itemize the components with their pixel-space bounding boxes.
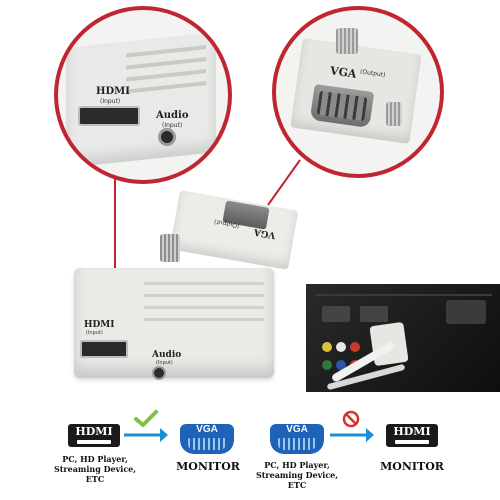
right-from-caption: PC, HD Player, Streaming Device, ETC <box>242 460 352 490</box>
zoom-left-audio-jack <box>158 128 176 146</box>
device-audio-label: Audio <box>152 350 182 360</box>
left-to-port-label: VGA <box>196 424 218 435</box>
zoom-left-hdmi-sub: (Input) <box>100 98 121 105</box>
zoom-left-audio-label: Audio <box>156 110 189 121</box>
right-to-port-hdmi: HDMI <box>386 424 438 447</box>
left-from-caption-3: ETC <box>85 474 105 484</box>
left-to-caption: MONITOR <box>176 460 240 473</box>
device-hdmi-label: HDMI <box>84 320 115 330</box>
zoom-circle-right: VGA (Output) <box>272 6 444 178</box>
tv-backpanel-photo <box>306 284 500 392</box>
right-to-caption: MONITOR <box>380 460 444 473</box>
flow-left: HDMI VGA PC, HD Player, Streaming Device… <box>0 410 250 500</box>
left-to-port-vga: VGA <box>180 424 234 454</box>
device-main-body <box>74 268 274 378</box>
right-from-port-label: VGA <box>286 424 308 435</box>
prohibited-icon <box>342 410 360 428</box>
right-to-port-label: HDMI <box>393 425 431 438</box>
device-hdmi-port <box>80 340 128 358</box>
zoom-right-thumbscrew-top <box>336 28 358 54</box>
left-from-port-label: HDMI <box>75 425 113 438</box>
zoom-left-audio-sub: (Input) <box>162 122 183 129</box>
left-from-caption: PC, HD Player, Streaming Device, ETC <box>40 454 150 484</box>
device-audio-sub: (Input) <box>156 360 173 366</box>
left-from-caption-1: PC, HD Player, <box>62 454 128 464</box>
device-hdmi-sub: (Input) <box>86 330 103 336</box>
thumbscrew-left <box>160 234 180 262</box>
left-from-port-hdmi: HDMI <box>68 424 120 447</box>
zoom-right-thumbscrew-side <box>386 102 402 126</box>
right-arrow-icon <box>330 428 374 442</box>
flow-right: VGA HDMI PC, HD Player, Streaming Device… <box>250 410 500 500</box>
left-from-caption-2: Streaming Device, <box>53 464 137 474</box>
zoom-left-adapter-body <box>66 32 216 168</box>
left-arrow-icon <box>124 428 168 442</box>
right-from-port-vga: VGA <box>270 424 324 454</box>
zoom-left-hdmi-port <box>78 106 140 126</box>
adapter-device: VGA (Output) HDMI (Input) Audio (Input) <box>64 190 324 390</box>
right-from-caption-1: PC, HD Player, <box>264 460 330 470</box>
zoom-left-hdmi-label: HDMI <box>96 86 130 97</box>
right-from-caption-2: Streaming Device, <box>255 470 339 480</box>
right-from-caption-3: ETC <box>287 480 307 490</box>
device-audio-jack <box>152 366 166 380</box>
check-icon <box>134 410 158 427</box>
zoom-circle-left: HDMI (Input) Audio (Input) <box>54 6 232 184</box>
